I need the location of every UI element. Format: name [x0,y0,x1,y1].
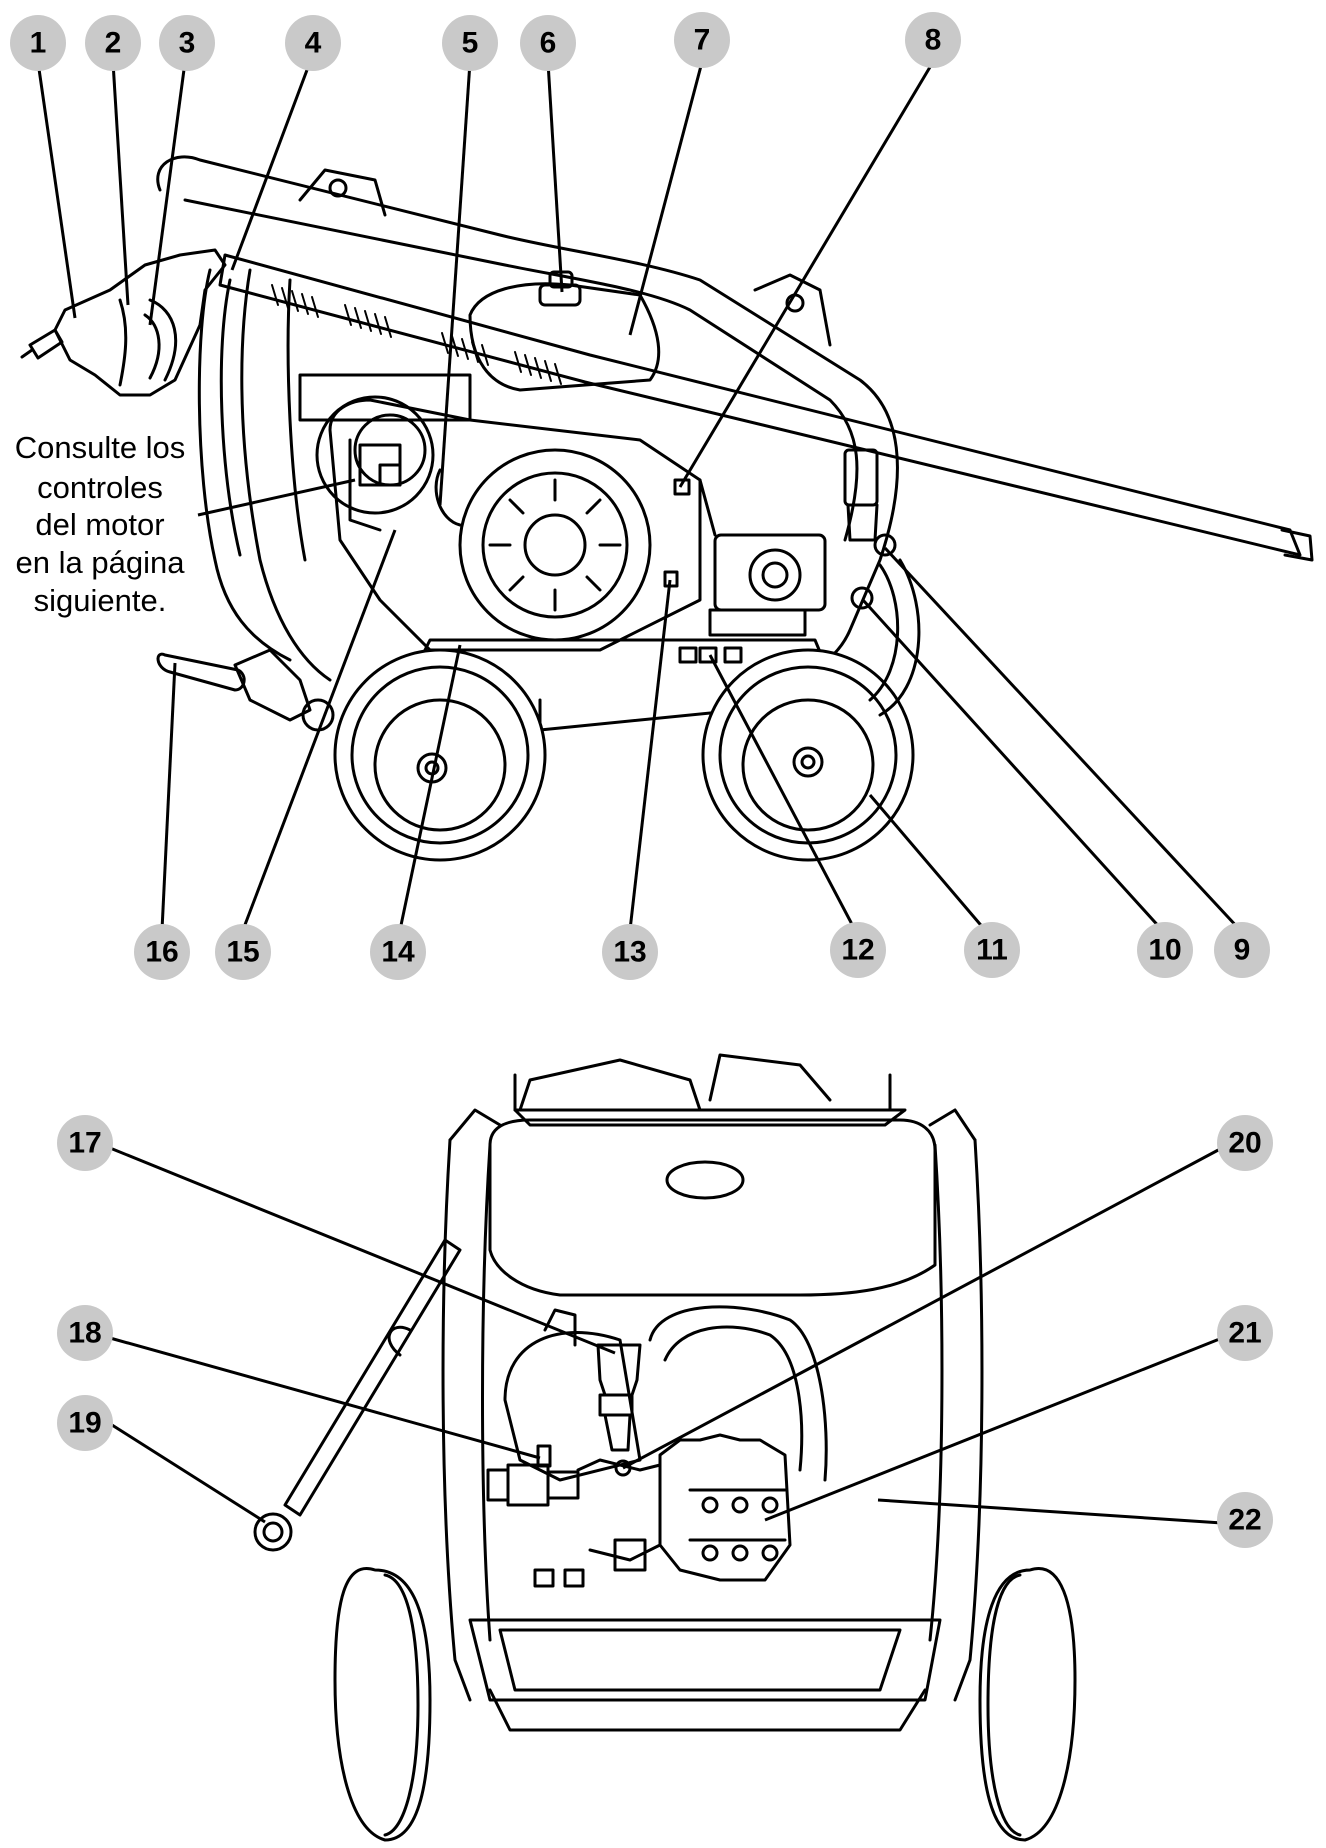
svg-text:9: 9 [1234,934,1251,967]
svg-text:13: 13 [613,936,646,969]
svg-text:16: 16 [145,936,178,969]
callouts: 1 2 3 4 5 6 7 8 9 10 11 12 13 14 15 16 1… [10,12,1273,1548]
callout-5: 5 [442,15,498,71]
note-leader-line [197,478,356,517]
rear-view-drawing [253,1053,1077,1842]
callout-8: 8 [905,12,961,68]
leader-lines [36,61,1242,1525]
note-line-3: del motor [35,507,164,542]
svg-text:18: 18 [68,1317,101,1350]
callout-19: 19 [57,1395,113,1451]
engine-controls-highlight-circle [315,395,435,515]
callout-9: 9 [1214,922,1270,978]
svg-text:19: 19 [68,1407,101,1440]
callout-15: 15 [215,924,271,980]
callout-22: 22 [1217,1492,1273,1548]
callout-7: 7 [674,12,730,68]
svg-text:14: 14 [381,936,415,969]
callout-18: 18 [57,1305,113,1361]
engine-controls-note: Consulte los controles del motor en la p… [15,395,435,618]
note-line-1: Consulte los [15,430,186,465]
side-view-drawing [20,155,1314,862]
svg-text:11: 11 [976,934,1008,967]
callout-14: 14 [370,924,426,980]
callout-17: 17 [57,1115,113,1171]
callout-20: 20 [1217,1115,1273,1171]
note-line-2: controles [37,470,163,505]
svg-text:6: 6 [540,27,557,60]
callout-11: 11 [964,922,1020,978]
svg-text:12: 12 [841,934,874,967]
svg-text:5: 5 [462,27,479,60]
callout-6: 6 [520,15,576,71]
callout-12: 12 [830,922,886,978]
svg-text:8: 8 [925,24,942,57]
svg-text:3: 3 [179,27,196,60]
svg-text:21: 21 [1228,1317,1261,1350]
svg-text:2: 2 [105,27,122,60]
note-line-4: en la página [16,545,186,580]
svg-text:10: 10 [1148,934,1181,967]
svg-text:20: 20 [1228,1127,1261,1160]
callout-16: 16 [134,924,190,980]
svg-text:1: 1 [30,27,47,60]
note-line-5: siguiente. [34,583,167,618]
callout-1: 1 [10,15,66,71]
callout-13: 13 [602,924,658,980]
callout-10: 10 [1137,922,1193,978]
callout-21: 21 [1217,1305,1273,1361]
svg-text:22: 22 [1228,1504,1261,1537]
callout-3: 3 [159,15,215,71]
callout-4: 4 [285,15,341,71]
svg-text:17: 17 [68,1127,101,1160]
svg-text:15: 15 [226,936,259,969]
callout-2: 2 [85,15,141,71]
svg-text:7: 7 [694,24,711,57]
svg-text:4: 4 [305,27,322,60]
